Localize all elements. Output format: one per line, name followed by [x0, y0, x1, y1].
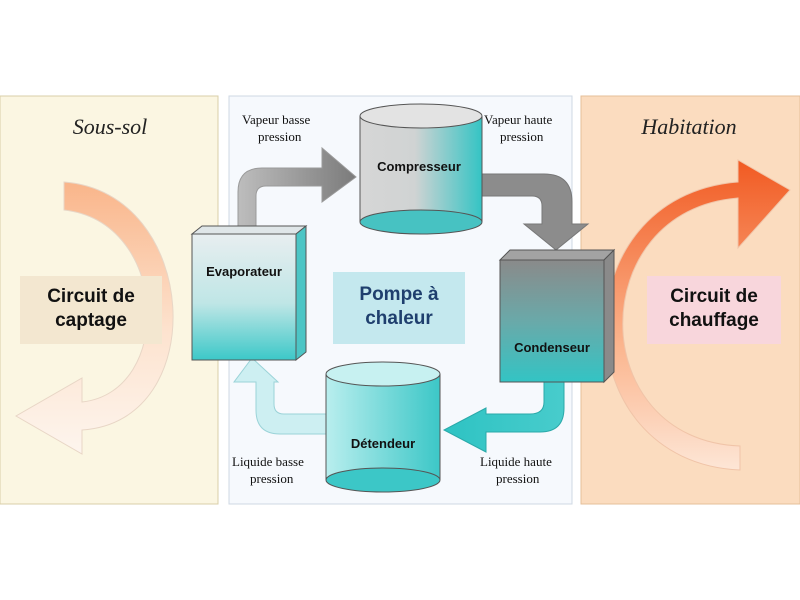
expansion-valve-cylinder — [325, 361, 441, 493]
high-pressure-liquid-arrow — [442, 379, 565, 453]
compressor-label: Compresseur — [377, 159, 461, 174]
evaporator-label: Evaporateur — [206, 264, 282, 279]
compressor-cylinder — [359, 103, 483, 235]
condenser-label: Condenseur — [514, 340, 590, 355]
evaporator-box — [190, 224, 308, 362]
low-pressure-liquid-label: Liquide basse pression — [232, 454, 304, 486]
low-pressure-liquid-line-1: Liquide basse — [232, 454, 304, 469]
low-pressure-vapour-line-1: Vapeur basse — [242, 112, 310, 127]
heating-circuit-label: Circuit de chauffage — [669, 286, 759, 331]
low-pressure-vapour-label: Vapeur basse pression — [242, 112, 310, 144]
condenser-box — [498, 248, 616, 384]
capture-circuit-box — [20, 276, 162, 344]
high-pressure-liquid-line-2: pression — [496, 471, 540, 486]
heat-pump-box — [333, 272, 465, 344]
high-pressure-vapour-label: Vapeur haute pression — [484, 112, 552, 144]
dwelling-title: Habitation — [640, 114, 736, 139]
heat-pump-label: Pompe à chaleur — [359, 284, 439, 329]
low-pressure-vapour-line-2: pression — [258, 129, 302, 144]
high-pressure-vapour-line-2: pression — [500, 129, 544, 144]
heating-circuit-line-2: chauffage — [669, 310, 759, 331]
low-pressure-vapour-arrow — [237, 146, 357, 233]
heat-pump-line-1: Pompe à — [359, 284, 439, 305]
heat-pump-line-2: chaleur — [365, 308, 433, 329]
high-pressure-liquid-label: Liquide haute pression — [480, 454, 552, 486]
low-pressure-liquid-arrow — [233, 357, 327, 435]
heating-circuit-box — [647, 276, 781, 344]
capture-circuit-line-2: captage — [55, 310, 127, 331]
capture-circuit-arrow — [14, 181, 174, 455]
high-pressure-liquid-line-1: Liquide haute — [480, 454, 552, 469]
capture-circuit-label: Circuit de captage — [47, 286, 135, 331]
high-pressure-vapour-line-1: Vapeur haute — [484, 112, 552, 127]
heating-circuit-arrow — [605, 159, 791, 471]
high-pressure-vapour-arrow — [481, 173, 590, 251]
heating-circuit-line-1: Circuit de — [670, 286, 758, 307]
basement-title: Sous-sol — [73, 114, 148, 139]
low-pressure-liquid-line-2: pression — [250, 471, 294, 486]
capture-circuit-line-1: Circuit de — [47, 286, 135, 307]
expansion-valve-label: Détendeur — [351, 436, 415, 451]
